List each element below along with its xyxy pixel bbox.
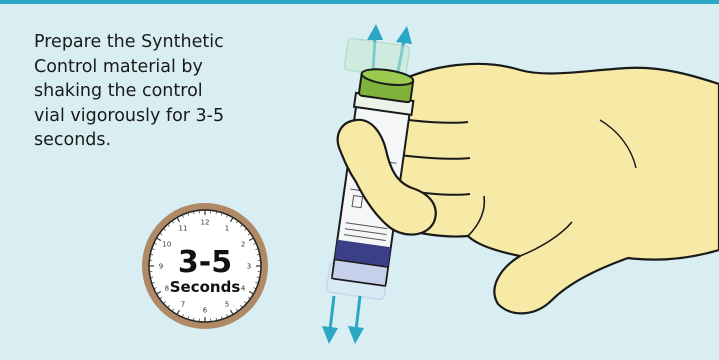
gloved-hand-back: [380, 64, 719, 313]
clock-number: 5: [225, 301, 229, 309]
clock-number: 3: [247, 263, 251, 271]
clock-number: 4: [241, 285, 246, 293]
clock-number: 8: [165, 285, 169, 293]
clock-number: 1: [225, 224, 229, 232]
timer-unit: Seconds: [170, 278, 241, 296]
shake-arrows-down: [322, 296, 364, 344]
clock-number: 9: [159, 263, 163, 271]
clock-number: 7: [181, 301, 185, 309]
clock-number: 11: [179, 224, 188, 232]
clock-number: 6: [203, 307, 208, 315]
timer-duration: 3-5: [178, 245, 232, 280]
clock-number: 2: [241, 241, 245, 249]
clock-number: 10: [162, 241, 171, 249]
clock-number: 12: [201, 219, 210, 227]
